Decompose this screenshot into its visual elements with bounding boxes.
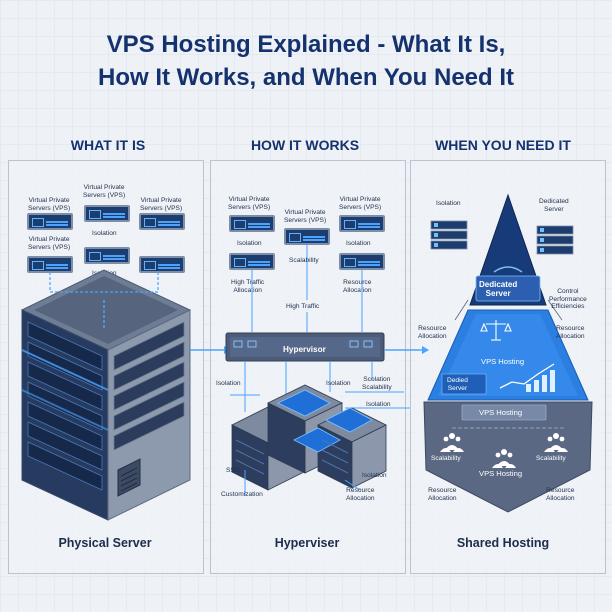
label-vps-hosting-mid: VPS Hosting [481, 357, 525, 366]
label-isolation-bottom: Isolation [362, 472, 387, 479]
vps-unit [284, 228, 330, 245]
page-title-line-2: How It Works, and When You Need It [97, 64, 515, 91]
column-header-when: WHEN YOU NEED IT [435, 137, 571, 153]
label-ssd: SSD [226, 467, 240, 474]
vps-unit [229, 253, 275, 270]
vps-unit [139, 213, 185, 230]
label-hypervisor: Hypervisor [283, 345, 326, 354]
label-isolation: Isolation [436, 200, 461, 207]
footer-shared-hosting: Shared Hosting [456, 536, 550, 550]
footer-physical-server: Physical Server [58, 536, 152, 550]
label-isolation-1: Isolation [92, 230, 117, 237]
vps-unit [84, 284, 130, 301]
label-scalability-left: Scalability [431, 455, 461, 462]
vps-unit [84, 205, 130, 222]
vps-unit [27, 256, 73, 273]
label-vps-hosting-low: VPS Hosting [479, 469, 523, 478]
footer-hyperviser: Hyperviser [274, 536, 340, 550]
label-isolation: Isolation [346, 240, 371, 247]
column-header-how: HOW IT WORKS [250, 137, 360, 153]
label-isolation: Isolation [237, 240, 262, 247]
label-scalability-right: Scalability [536, 455, 566, 462]
label-scalability: Scalability [289, 257, 319, 264]
label-isolation-mid: Isolation [326, 380, 351, 387]
column-header-what: WHAT IT IS [70, 137, 146, 153]
vps-unit [27, 213, 73, 230]
label-customization: Customization [221, 491, 263, 498]
vps-unit [84, 247, 130, 264]
vps-unit [139, 256, 185, 273]
page-title-line-1: VPS Hosting Explained - What It Is, [106, 31, 506, 58]
label-vps-hosting-bar: VPS Hosting [479, 408, 523, 417]
vps-unit [229, 215, 275, 232]
label-isolation-right: Isolation [366, 401, 391, 408]
label-isolation-2: Isolation [92, 270, 117, 277]
panel-when [410, 160, 606, 574]
vps-unit [339, 215, 385, 232]
label-isolation-left: Isolation [216, 380, 241, 387]
vps-unit [339, 253, 385, 270]
label-high-traffic: High Traffic [286, 303, 320, 310]
